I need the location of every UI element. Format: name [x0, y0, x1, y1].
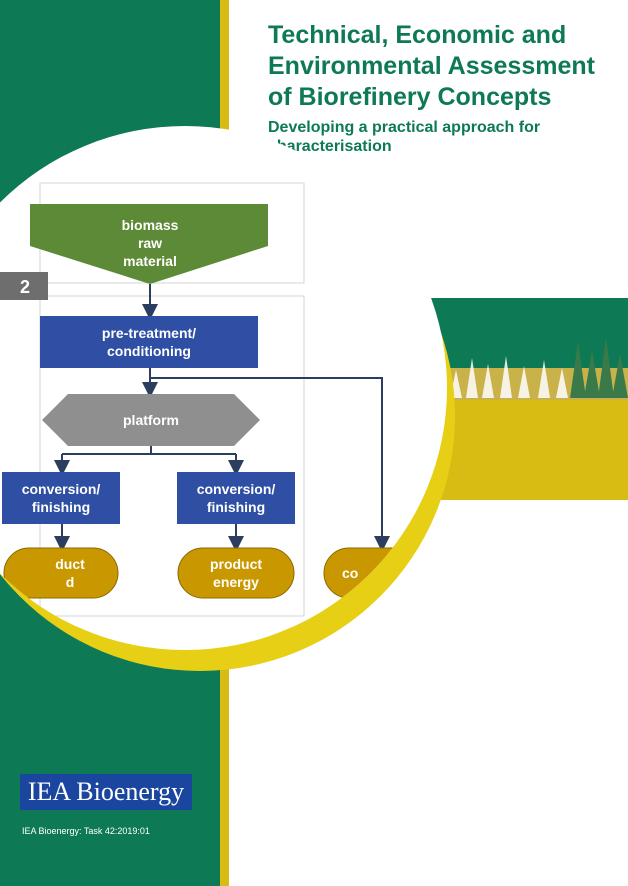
raw-material-label: biomass [122, 217, 179, 233]
product-left-node [3, 547, 119, 599]
section-number-badge [0, 272, 48, 300]
conversion-left-node [2, 472, 120, 524]
raw-material-label: material [123, 253, 177, 269]
product-left-label: d [66, 574, 75, 590]
section-number: 2 [20, 277, 30, 297]
product-left-label: duct [55, 556, 85, 572]
raw-material-label: raw [138, 235, 162, 251]
forest-banner [420, 298, 628, 500]
product-far-label: co [342, 565, 358, 581]
iea-bioenergy-logo: IEA Bioenergy [20, 774, 192, 810]
subtitle-line: Developing a practical approach for [268, 119, 541, 136]
cover-subtitle: Developing a practical approach for char… [268, 118, 598, 156]
conversion-left-label: finishing [32, 499, 90, 515]
diagram-frame-main [39, 295, 305, 617]
raw-material-node [30, 204, 268, 284]
product-right-node [177, 547, 295, 599]
platform-node [42, 394, 260, 446]
pretreatment-label: pre-treatment/ [102, 325, 196, 341]
pretreatment-label: conditioning [107, 343, 191, 359]
product-right-label: energy [213, 574, 259, 590]
platform-label: platform [123, 412, 179, 428]
title-line: Technical, Economic and [268, 21, 567, 49]
conversion-right-label: conversion/ [197, 481, 276, 497]
product-right-label: product [210, 556, 262, 572]
arrow-bypass [150, 377, 390, 552]
title-line: Environmental Assessment [268, 52, 595, 80]
forest-sky [420, 298, 628, 368]
pretreatment-node [40, 316, 258, 368]
conversion-left-label: conversion/ [22, 481, 101, 497]
subtitle-line: characterisation [268, 138, 392, 155]
forest-tree-silhouettes [450, 356, 568, 398]
forest-dark-trees [570, 338, 628, 398]
report-identifier: IEA Bioenergy: Task 42:2019:01 [22, 826, 150, 836]
conversion-right-node [177, 472, 295, 524]
conversion-right-label: finishing [207, 499, 265, 515]
title-line: of Biorefinery Concepts [268, 83, 552, 111]
cover-title: Technical, Economic and Environmental As… [268, 20, 628, 113]
